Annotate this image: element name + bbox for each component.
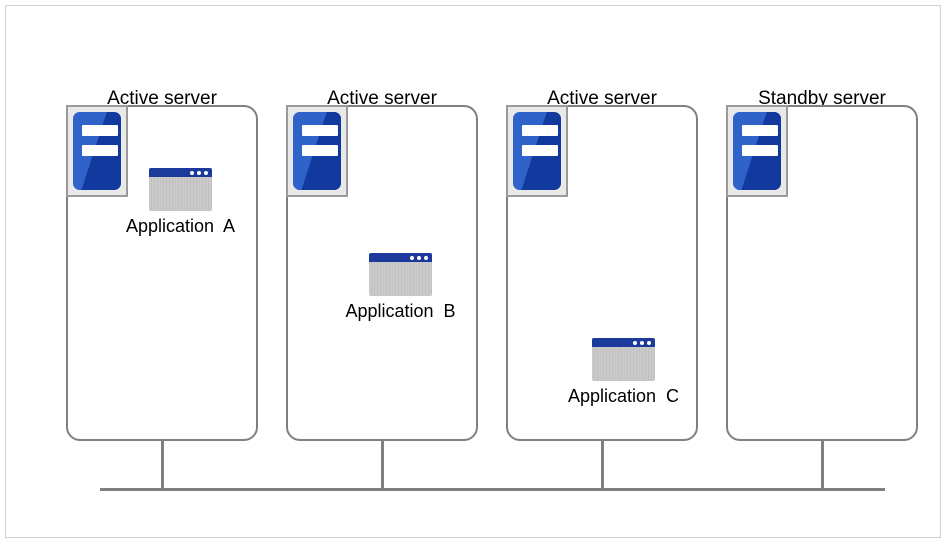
app-dot-3: [647, 341, 651, 345]
app-dot-1: [410, 256, 414, 260]
server-1-drop-line: [161, 441, 164, 490]
server-icon-bar-bottom: [522, 145, 558, 156]
server-4-drop-line: [821, 441, 824, 490]
server-1-icon: [66, 105, 128, 197]
server-3-icon: [506, 105, 568, 197]
server-icon-bar-bottom: [82, 145, 118, 156]
server-2-role: Active server: [327, 88, 437, 109]
server-2-icon: [286, 105, 348, 197]
network-bus: [100, 488, 885, 491]
server-4-icon: [726, 105, 788, 197]
server-icon-bar-bottom: [742, 145, 778, 156]
application-c-label: Application C: [567, 386, 680, 406]
app-titlebar: [592, 338, 655, 347]
server-icon-bar-top: [302, 125, 338, 136]
server-icon-bar-top: [522, 125, 558, 136]
server-4-role: Standby server: [758, 88, 886, 109]
server-icon-chassis: [73, 112, 121, 190]
server-3-role: Active server: [547, 88, 657, 109]
application-a[interactable]: Application A: [118, 168, 243, 237]
server-3-drop-line: [601, 441, 604, 490]
server-icon-chassis: [733, 112, 781, 190]
app-titlebar: [369, 253, 432, 262]
app-dot-1: [190, 171, 194, 175]
app-dot-2: [417, 256, 421, 260]
server-icon-bar-bottom: [302, 145, 338, 156]
application-b-label: Application B: [345, 301, 456, 321]
app-window-icon: [149, 168, 212, 211]
server-2-drop-line: [381, 441, 384, 490]
app-dot-3: [424, 256, 428, 260]
server-icon-chassis: [293, 112, 341, 190]
app-window-icon: [369, 253, 432, 296]
app-titlebar: [149, 168, 212, 177]
app-window-icon: [592, 338, 655, 381]
app-dot-3: [204, 171, 208, 175]
application-a-label: Application A: [125, 216, 236, 236]
server-icon-bar-top: [82, 125, 118, 136]
application-c[interactable]: Application C: [561, 338, 686, 407]
server-icon-bar-top: [742, 125, 778, 136]
application-b[interactable]: Application B: [338, 253, 463, 322]
server-icon-chassis: [513, 112, 561, 190]
app-dot-2: [640, 341, 644, 345]
server-1-role: Active server: [107, 88, 217, 109]
app-dot-2: [197, 171, 201, 175]
app-dot-1: [633, 341, 637, 345]
